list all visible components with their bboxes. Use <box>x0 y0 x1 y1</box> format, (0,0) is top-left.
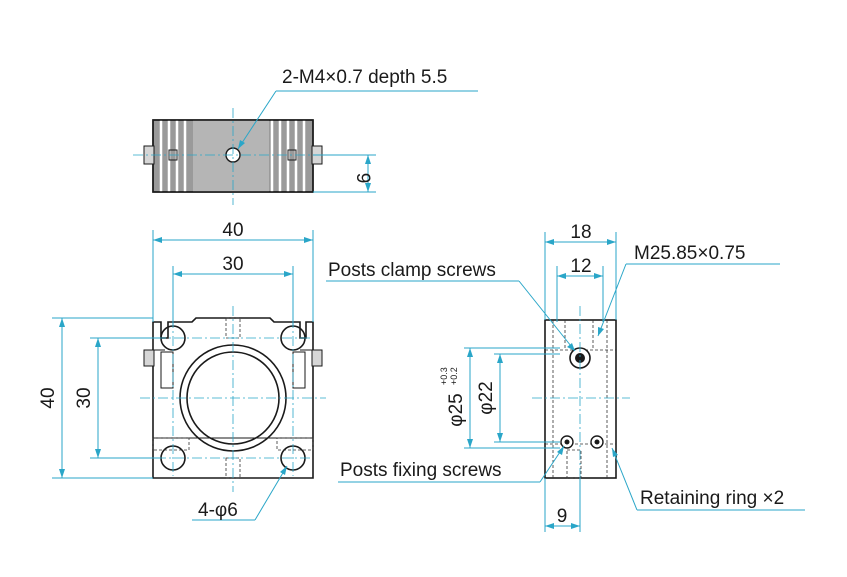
dim-side-width-outer: 18 <box>570 222 591 243</box>
side-view-body <box>544 319 617 479</box>
dim-front-height-inner: 30 <box>74 387 95 408</box>
dim-side-bore-outer: φ25 <box>446 393 467 426</box>
dim-side-width-inner: 12 <box>570 256 591 277</box>
dim-front-height-outer: 40 <box>38 387 59 408</box>
top-view <box>133 90 478 205</box>
dim-front-width-outer: 40 <box>222 220 243 241</box>
dim-side-bore-inner: φ22 <box>476 381 497 414</box>
dim-front-width-inner: 30 <box>222 254 243 275</box>
label-thread: M25.85×0.75 <box>634 243 745 264</box>
label-tapped-holes: 2-M4×0.7 depth 5.5 <box>282 67 447 88</box>
front-view <box>52 230 326 521</box>
dim-side-bottom: 9 <box>557 506 568 527</box>
label-retaining-ring: Retaining ring ×2 <box>640 488 784 509</box>
dim-side-bore-tol-lower: +0.2 <box>449 367 459 385</box>
label-mount-holes: 4-φ6 <box>198 500 238 521</box>
dim-side-bore-tol-upper: +0.3 <box>439 367 449 385</box>
dim-top-height: 9 <box>352 173 373 184</box>
side-view <box>326 232 805 532</box>
label-posts-clamp-screws: Posts clamp screws <box>328 260 496 281</box>
dim-side-bore-outer-group: φ25 +0.3 +0.2 <box>439 367 467 427</box>
label-posts-fixing-screws: Posts fixing screws <box>340 460 502 481</box>
